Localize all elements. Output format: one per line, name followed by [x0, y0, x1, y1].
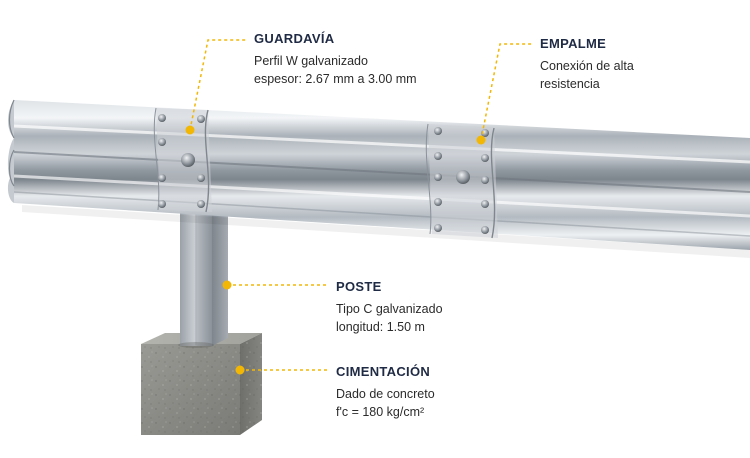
- callout-cimentacion-line2: f'c = 180 kg/cm²: [336, 405, 425, 419]
- callout-cimentacion-line1: Dado de concreto: [336, 387, 435, 401]
- callout-cimentacion: CIMENTACIÓN Dado de concreto f'c = 180 k…: [336, 364, 435, 421]
- leader-empalme: [476, 43, 533, 145]
- post: [178, 190, 228, 348]
- callout-poste-title: POSTE: [336, 279, 382, 294]
- callout-guardavia-line1: Perfil W galvanizado: [254, 54, 368, 68]
- callout-empalme-line1: Conexión de alta: [540, 59, 634, 73]
- callout-empalme-title: EMPALME: [540, 36, 607, 51]
- callout-poste: POSTE Tipo C galvanizado longitud: 1.50 …: [336, 279, 443, 336]
- callout-guardavia: GUARDAVÍA Perfil W galvanizado espesor: …: [254, 31, 417, 88]
- callout-empalme: EMPALME Conexión de alta resistencia: [540, 36, 634, 93]
- callout-guardavia-title: GUARDAVÍA: [254, 31, 335, 46]
- callout-poste-line1: Tipo C galvanizado: [336, 302, 443, 316]
- concrete-footing: [141, 333, 262, 435]
- callout-empalme-line2: resistencia: [540, 77, 600, 91]
- callout-poste-line2: longitud: 1.50 m: [336, 320, 425, 334]
- leader-poste: [222, 280, 328, 290]
- leader-cimentacion: [235, 365, 328, 375]
- callout-guardavia-line2: espesor: 2.67 mm a 3.00 mm: [254, 72, 417, 86]
- bolts: [158, 114, 489, 234]
- leader-guardavia: [185, 39, 246, 135]
- callout-cimentacion-title: CIMENTACIÓN: [336, 364, 431, 379]
